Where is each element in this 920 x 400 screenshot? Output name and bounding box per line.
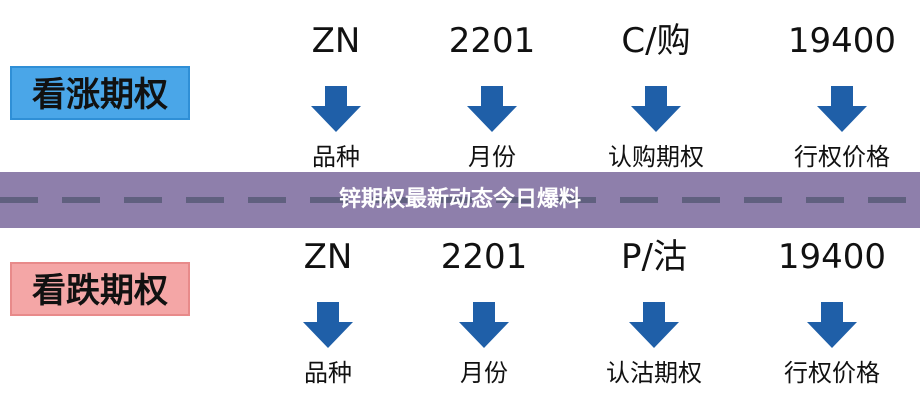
call-strike-value: 19400 bbox=[787, 21, 897, 61]
put-column-type: P/沽 认沽期权 bbox=[574, 234, 734, 400]
call-option-row: 看涨期权 ZN 品种 2201 月份 C/购 认购期权 19400 行权价格 bbox=[10, 18, 920, 198]
call-type-value: C/购 bbox=[621, 21, 691, 61]
call-strike-label: 行权价格 bbox=[794, 143, 890, 171]
down-arrow-icon bbox=[459, 302, 509, 348]
call-month-label: 月份 bbox=[468, 143, 516, 171]
down-arrow-icon bbox=[629, 302, 679, 348]
call-column-type: C/购 认购期权 bbox=[576, 18, 736, 198]
call-option-badge: 看涨期权 bbox=[10, 66, 190, 120]
call-column-month: 2201 月份 bbox=[412, 18, 572, 198]
down-arrow-icon bbox=[631, 86, 681, 132]
put-option-badge: 看跌期权 bbox=[10, 262, 190, 316]
put-column-month: 2201 月份 bbox=[404, 234, 564, 400]
put-column-strike: 19400 行权价格 bbox=[752, 234, 912, 400]
put-option-row: 看跌期权 ZN 品种 2201 月份 P/沽 认沽期权 19400 行权价格 bbox=[0, 220, 920, 400]
dashed-divider bbox=[0, 197, 920, 203]
put-variety-value: ZN bbox=[303, 237, 353, 277]
put-strike-label: 行权价格 bbox=[784, 359, 880, 387]
down-arrow-icon bbox=[817, 86, 867, 132]
call-type-label: 认购期权 bbox=[608, 143, 704, 171]
call-column-variety: ZN 品种 bbox=[256, 18, 416, 198]
down-arrow-icon bbox=[807, 302, 857, 348]
put-type-label: 认沽期权 bbox=[606, 359, 702, 387]
down-arrow-icon bbox=[311, 86, 361, 132]
call-column-strike: 19400 行权价格 bbox=[762, 18, 920, 198]
banner-title: 锌期权最新动态今日爆料 bbox=[338, 187, 581, 212]
put-type-value: P/沽 bbox=[621, 237, 687, 277]
put-variety-label: 品种 bbox=[304, 359, 352, 387]
headline-banner: 锌期权最新动态今日爆料 bbox=[0, 172, 920, 228]
down-arrow-icon bbox=[467, 86, 517, 132]
down-arrow-icon bbox=[303, 302, 353, 348]
call-variety-value: ZN bbox=[311, 21, 361, 61]
put-column-variety: ZN 品种 bbox=[248, 234, 408, 400]
put-month-value: 2201 bbox=[440, 237, 528, 277]
put-strike-value: 19400 bbox=[777, 237, 887, 277]
call-variety-label: 品种 bbox=[312, 143, 360, 171]
call-month-value: 2201 bbox=[448, 21, 536, 61]
put-month-label: 月份 bbox=[460, 359, 508, 387]
